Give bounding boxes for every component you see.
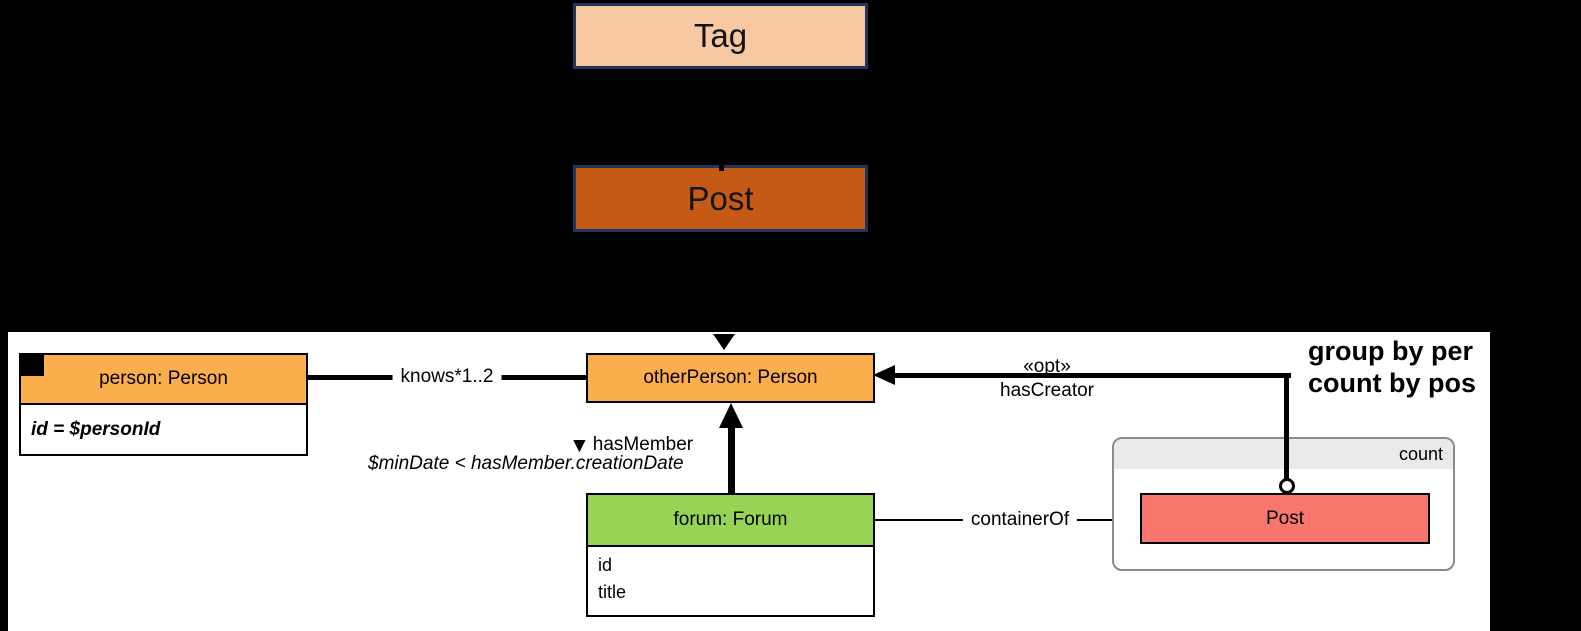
hascreator-arrowhead-icon xyxy=(873,365,895,385)
knows-edge-label: knows*1..2 xyxy=(392,366,502,388)
tag-node: Tag xyxy=(573,3,868,69)
containerof-edge-label: containerOf xyxy=(962,509,1078,531)
person-node-constraint: id = $personId xyxy=(31,418,161,440)
annotation-line-2: count by pos xyxy=(1308,368,1476,398)
hasmember-arrowhead-icon xyxy=(719,403,743,428)
tag-node-label: Tag xyxy=(693,17,748,54)
hascreator-edge-vline xyxy=(1284,373,1289,479)
forum-attribute-title: title xyxy=(598,582,627,602)
hascreator-edge-hline xyxy=(886,373,1291,378)
hascreator-stereotype-label: «opt» xyxy=(1023,356,1071,377)
person-node-header: person: Person xyxy=(21,355,306,405)
hascreator-edge-label: hasCreator xyxy=(1000,380,1094,401)
hasmember-edge-line xyxy=(728,426,735,493)
forum-node: forum: Forum id title xyxy=(586,493,875,617)
post-node-counted-label: Post xyxy=(1265,507,1305,529)
post-node-counted: Post xyxy=(1140,493,1430,544)
count-group-header: count xyxy=(1114,439,1453,469)
forum-attribute-id: id xyxy=(598,555,613,575)
otherperson-node-title: otherPerson: Person xyxy=(643,367,818,388)
person-node-title: person: Person xyxy=(99,368,228,389)
incoming-arrowhead-icon xyxy=(713,334,735,350)
post-node-upper: Post xyxy=(573,165,868,232)
otherperson-node: otherPerson: Person xyxy=(586,353,875,403)
forum-node-attributes: id title xyxy=(588,547,873,606)
forum-node-title: forum: Forum xyxy=(673,509,788,530)
annotation-text: group by per count by pos xyxy=(1308,335,1476,399)
diagram-canvas: group by per count by pos person: Person… xyxy=(8,332,1490,631)
hidden-edge-tick xyxy=(719,163,724,171)
hasmember-constraint-text: $minDate < hasMember.creationDate xyxy=(368,453,684,474)
annotation-line-1: group by per xyxy=(1308,336,1474,366)
count-group-label: count xyxy=(1398,443,1443,464)
post-node-upper-label: Post xyxy=(687,179,754,217)
person-corner-marker xyxy=(19,353,44,376)
hasmember-edge-label: hasMember xyxy=(592,434,694,455)
hascreator-circle-end-icon xyxy=(1279,478,1295,494)
hasmember-edge-label-group: ▼ hasMember xyxy=(569,434,693,456)
forum-node-header: forum: Forum xyxy=(588,495,873,547)
person-node: person: Person id = $personId xyxy=(19,353,308,456)
hasmember-direction-icon: ▼ xyxy=(569,433,590,457)
